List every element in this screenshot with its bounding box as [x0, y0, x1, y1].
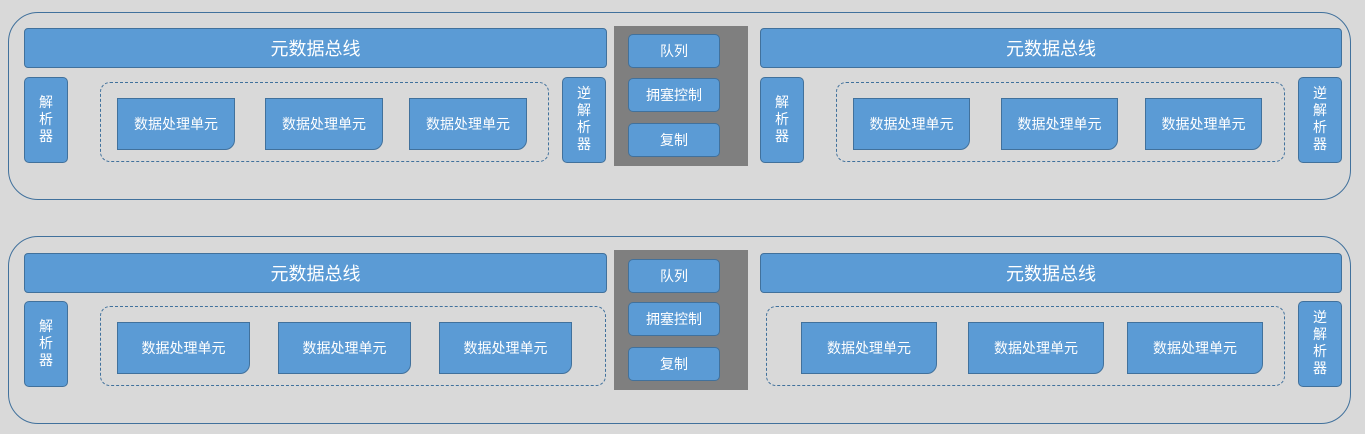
metadata-bus: 元数据总线	[24, 253, 607, 293]
deparser-box: 逆解析器	[1298, 301, 1342, 387]
data-processing-unit: 数据处理单元	[1127, 322, 1263, 374]
processing-group	[100, 82, 549, 162]
metadata-bus: 元数据总线	[760, 253, 1342, 293]
traffic-manager: 队列 拥塞控制 复制	[614, 250, 748, 390]
data-processing-unit: 数据处理单元	[117, 322, 250, 374]
congestion-control-box: 拥塞控制	[628, 302, 720, 336]
queue-box: 队列	[628, 34, 720, 68]
data-processing-unit: 数据处理单元	[278, 322, 411, 374]
processing-group	[766, 306, 1285, 386]
data-processing-unit: 数据处理单元	[1001, 98, 1118, 150]
data-processing-unit: 数据处理单元	[853, 98, 970, 150]
metadata-bus: 元数据总线	[24, 28, 607, 68]
replication-box: 复制	[628, 347, 720, 381]
traffic-manager: 队列 拥塞控制 复制	[614, 26, 748, 166]
deparser-label: 逆解析器	[1313, 86, 1327, 153]
deparser-box: 逆解析器	[562, 77, 606, 163]
data-processing-unit: 数据处理单元	[439, 322, 572, 374]
congestion-control-box: 拥塞控制	[628, 78, 720, 112]
data-processing-unit: 数据处理单元	[409, 98, 527, 150]
data-processing-unit: 数据处理单元	[968, 322, 1104, 374]
queue-box: 队列	[628, 259, 720, 293]
data-processing-unit: 数据处理单元	[1145, 98, 1262, 150]
data-processing-unit: 数据处理单元	[801, 322, 937, 374]
pipeline-frame	[8, 12, 1351, 200]
deparser-box: 逆解析器	[1298, 77, 1342, 163]
parser-label: 解析器	[39, 94, 53, 145]
pipeline-frame	[8, 236, 1351, 424]
replication-box: 复制	[628, 123, 720, 157]
data-processing-unit: 数据处理单元	[117, 98, 235, 150]
processing-group	[100, 306, 606, 386]
processing-group	[836, 82, 1285, 162]
parser-label: 解析器	[775, 94, 789, 145]
parser-box: 解析器	[24, 301, 68, 387]
data-processing-unit: 数据处理单元	[265, 98, 383, 150]
deparser-label: 逆解析器	[1313, 310, 1327, 377]
deparser-label: 逆解析器	[577, 86, 591, 153]
parser-box: 解析器	[24, 77, 68, 163]
parser-box: 解析器	[760, 77, 804, 163]
metadata-bus: 元数据总线	[760, 28, 1342, 68]
parser-label: 解析器	[39, 318, 53, 369]
